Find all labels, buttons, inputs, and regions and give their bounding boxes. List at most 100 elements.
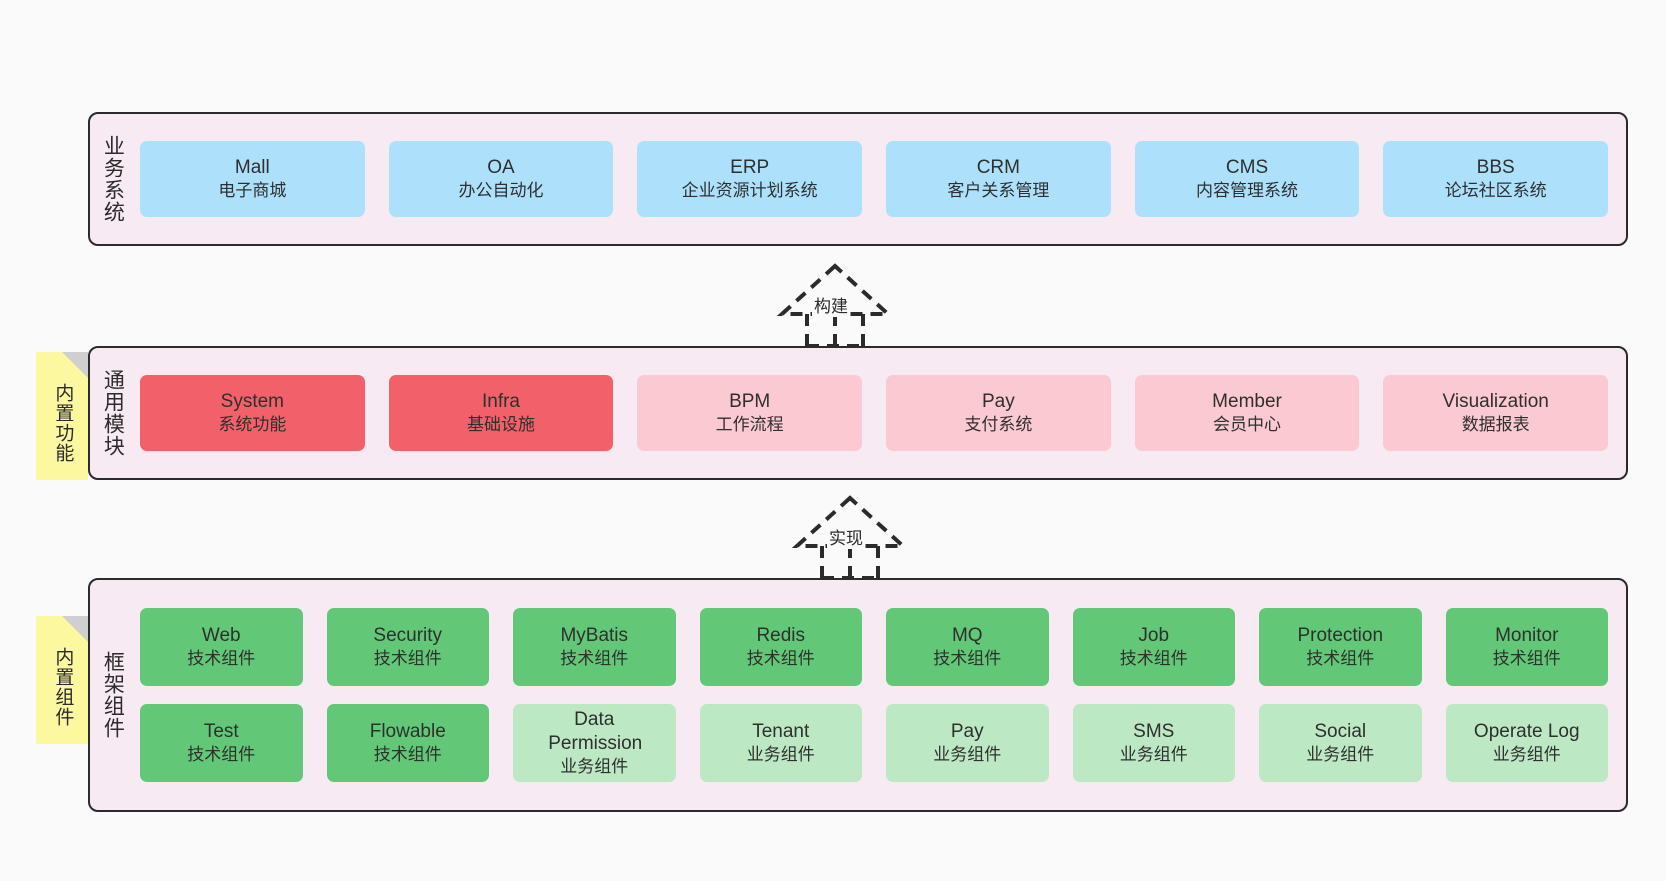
card-member[interactable]: Member 会员中心 xyxy=(1134,375,1360,451)
card-title: Mall xyxy=(234,156,270,178)
card-subtitle: 客户关系管理 xyxy=(947,181,1050,201)
card-title: MQ xyxy=(951,624,983,646)
card-subtitle: 技术组件 xyxy=(373,649,442,669)
layer-label-business-systems: 业务系统 xyxy=(101,135,125,223)
card-title: Security xyxy=(373,624,443,646)
card-subtitle: 技术组件 xyxy=(933,649,1002,669)
card-subtitle: 企业资源计划系统 xyxy=(681,181,818,201)
card-title: CMS xyxy=(1225,156,1269,178)
card-title: Test xyxy=(203,720,239,742)
card-tenant[interactable]: Tenant 业务组件 xyxy=(699,704,862,782)
card-subtitle: 业务组件 xyxy=(746,745,815,765)
card-title: Redis xyxy=(756,624,806,646)
card-visualization[interactable]: Visualization 数据报表 xyxy=(1383,375,1609,451)
card-title: ERP xyxy=(730,156,770,178)
card-monitor[interactable]: Monitor 技术组件 xyxy=(1445,608,1608,686)
card-operate-log[interactable]: Operate Log 业务组件 xyxy=(1445,704,1608,782)
card-title: Tenant xyxy=(752,720,810,742)
card-subtitle: 技术组件 xyxy=(187,649,256,669)
connector-build-label: 构建 xyxy=(812,292,850,317)
card-subtitle: 会员中心 xyxy=(1213,415,1282,435)
card-subtitle: 技术组件 xyxy=(187,745,256,765)
card-mq[interactable]: MQ 技术组件 xyxy=(886,608,1049,686)
card-subtitle: 办公自动化 xyxy=(458,181,544,201)
card-title: System xyxy=(220,390,285,412)
card-flowable[interactable]: Flowable 技术组件 xyxy=(326,704,489,782)
sticky-fold-corner-icon xyxy=(62,352,88,378)
card-bpm[interactable]: BPM 工作流程 xyxy=(637,375,863,451)
layer-business-systems: 业务系统 Mall 电子商城 OA 办公自动化 ERP 企业资源计划系统 CRM… xyxy=(88,112,1628,246)
sticky-note-builtin-components: 内置组件 xyxy=(36,616,88,744)
card-subtitle: 业务组件 xyxy=(1119,745,1188,765)
card-title: Visualization xyxy=(1442,390,1549,412)
connector-implement-label: 实现 xyxy=(827,524,865,549)
arrow-box-sides xyxy=(820,546,880,578)
card-subtitle: 系统功能 xyxy=(218,415,287,435)
card-title: Operate Log xyxy=(1473,720,1580,742)
layer-label-common-modules: 通用模块 xyxy=(101,369,125,457)
card-web[interactable]: Web 技术组件 xyxy=(140,608,303,686)
card-title: Flowable xyxy=(369,720,446,742)
card-title: Data Permission xyxy=(548,708,643,755)
card-subtitle: 技术组件 xyxy=(1306,649,1375,669)
layer-common-modules: 通用模块 System 系统功能 Infra 基础设施 BPM 工作流程 Pay… xyxy=(88,346,1628,480)
card-title: Member xyxy=(1212,390,1282,412)
card-erp[interactable]: ERP 企业资源计划系统 xyxy=(637,141,863,217)
card-subtitle: 业务组件 xyxy=(1492,745,1561,765)
sticky-note-text: 内置功能 xyxy=(52,383,74,463)
card-subtitle: 论坛社区系统 xyxy=(1444,181,1547,201)
connector-implement: 实现 xyxy=(775,494,925,580)
card-social[interactable]: Social 业务组件 xyxy=(1259,704,1422,782)
layer-body-business-systems: Mall 电子商城 OA 办公自动化 ERP 企业资源计划系统 CRM 客户关系… xyxy=(134,114,1626,244)
card-pay-component[interactable]: Pay 业务组件 xyxy=(886,704,1049,782)
card-subtitle: 技术组件 xyxy=(1492,649,1561,669)
card-title: Social xyxy=(1314,720,1367,742)
card-row: Mall 电子商城 OA 办公自动化 ERP 企业资源计划系统 CRM 客户关系… xyxy=(140,141,1609,217)
card-data-permission[interactable]: Data Permission 业务组件 xyxy=(513,704,676,782)
card-subtitle: 技术组件 xyxy=(1119,649,1188,669)
layer-body-framework-components: Web 技术组件 Security 技术组件 MyBatis 技术组件 Redi… xyxy=(134,580,1626,810)
card-pay-module[interactable]: Pay 支付系统 xyxy=(886,375,1111,451)
card-title: Monitor xyxy=(1495,624,1559,646)
card-title: Infra xyxy=(481,390,521,412)
arrow-box-sides xyxy=(805,314,865,346)
sticky-note-text: 内置组件 xyxy=(52,647,74,727)
card-subtitle: 业务组件 xyxy=(1306,745,1375,765)
card-title: BPM xyxy=(729,390,771,412)
layer-label-framework-components: 框架组件 xyxy=(101,651,125,739)
card-row: System 系统功能 Infra 基础设施 BPM 工作流程 Pay 支付系统… xyxy=(140,375,1609,451)
card-bbs[interactable]: BBS 论坛社区系统 xyxy=(1383,141,1609,217)
card-job[interactable]: Job 技术组件 xyxy=(1072,608,1235,686)
card-row: Web 技术组件 Security 技术组件 MyBatis 技术组件 Redi… xyxy=(140,608,1608,686)
card-mybatis[interactable]: MyBatis 技术组件 xyxy=(513,608,676,686)
card-subtitle: 支付系统 xyxy=(964,415,1033,435)
card-title: CRM xyxy=(976,156,1020,178)
connector-build: 构建 xyxy=(760,262,910,348)
card-redis[interactable]: Redis 技术组件 xyxy=(699,608,862,686)
card-oa[interactable]: OA 办公自动化 xyxy=(388,141,614,217)
card-title: Web xyxy=(201,624,241,646)
card-system[interactable]: System 系统功能 xyxy=(140,375,365,451)
card-title: Pay xyxy=(981,390,1015,412)
card-mall[interactable]: Mall 电子商城 xyxy=(140,141,365,217)
card-title: Pay xyxy=(950,720,984,742)
card-test[interactable]: Test 技术组件 xyxy=(140,704,303,782)
card-infra[interactable]: Infra 基础设施 xyxy=(388,375,614,451)
sticky-note-builtin-features: 内置功能 xyxy=(36,352,88,480)
card-sms[interactable]: SMS 业务组件 xyxy=(1072,704,1235,782)
card-subtitle: 内容管理系统 xyxy=(1196,181,1299,201)
card-title: Protection xyxy=(1297,624,1384,646)
card-cms[interactable]: CMS 内容管理系统 xyxy=(1134,141,1360,217)
card-subtitle: 技术组件 xyxy=(560,649,629,669)
card-subtitle: 技术组件 xyxy=(373,745,442,765)
card-protection[interactable]: Protection 技术组件 xyxy=(1259,608,1422,686)
card-subtitle: 技术组件 xyxy=(746,649,815,669)
card-crm[interactable]: CRM 客户关系管理 xyxy=(886,141,1111,217)
card-subtitle: 电子商城 xyxy=(218,181,287,201)
card-security[interactable]: Security 技术组件 xyxy=(326,608,489,686)
card-subtitle: 数据报表 xyxy=(1461,415,1530,435)
layer-body-common-modules: System 系统功能 Infra 基础设施 BPM 工作流程 Pay 支付系统… xyxy=(134,348,1626,478)
card-subtitle: 业务组件 xyxy=(560,757,629,777)
card-row: Test 技术组件 Flowable 技术组件 Data Permission … xyxy=(140,704,1608,782)
